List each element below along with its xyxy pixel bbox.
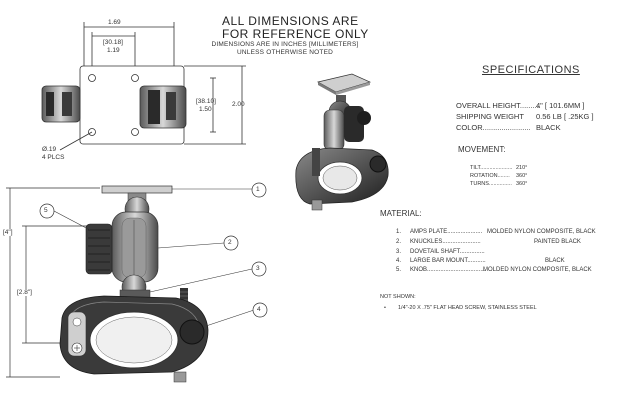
material-4-value: BLACK	[545, 258, 565, 264]
dim-overall-height: [4"]	[3, 229, 13, 236]
not-shown-item: 1/4"-20 X .75" FLAT HEAD SCREW, STAINLES…	[398, 305, 537, 311]
material-title: MATERIAL:	[380, 209, 422, 218]
reference-note-line4: UNLESS OTHERWISE NOTED	[236, 49, 334, 56]
material-4-num: 4.	[396, 258, 402, 264]
movement-rotation-label: ROTATION........	[470, 173, 510, 179]
material-1-num: 1.	[396, 229, 402, 235]
dim-hole-count: 4 PLCS	[42, 154, 65, 161]
material-3-label: DOVETAIL SHAFT...............	[410, 249, 485, 255]
callout-bubbles	[39, 182, 268, 318]
dim-hole-height-in: 1.50	[199, 106, 212, 113]
material-5-value: MOLDED NYLON COMPOSITE, BLACK	[483, 267, 592, 273]
spec-weight-label: SHIPPING WEIGHT	[456, 112, 524, 121]
callout-2: 2	[228, 239, 232, 246]
material-5-num: 5.	[396, 267, 402, 273]
not-shown-bullet: •	[384, 305, 386, 311]
callout-4: 4	[257, 306, 261, 313]
not-shown-title: NOT SHOWN:	[380, 294, 416, 300]
material-5-label: KNOB...................................	[410, 267, 486, 273]
dim-arm-height: [2.8"]	[17, 289, 32, 296]
spec-color-label: COLOR.......................	[456, 123, 531, 132]
specifications-title: SPECIFICATIONS	[482, 64, 580, 76]
material-4-label: LARGE BAR MOUNT...........	[410, 258, 486, 264]
material-2-value: PAINTED BLACK	[534, 239, 581, 245]
movement-rotation-value: 360°	[516, 173, 528, 179]
movement-turns-label: TURNS...............	[470, 181, 512, 187]
top-view-knuckle-left	[41, 85, 81, 123]
material-1-label: AMPS PLATE.....................	[410, 229, 483, 235]
callout-5: 5	[44, 207, 48, 214]
material-2-label: KNUCKLES.......................	[410, 239, 481, 245]
material-3-num: 3.	[396, 249, 402, 255]
material-1-value: MOLDED NYLON COMPOSITE, BLACK	[487, 229, 596, 235]
dim-plate-height: 2.00	[232, 101, 245, 108]
dim-hole-dia: Ø.19	[42, 146, 57, 153]
dim-hole-span-in: 1.19	[107, 47, 120, 54]
callout-3: 3	[256, 265, 260, 272]
movement-tilt-label: TILT.....................	[470, 165, 513, 171]
iso-view	[295, 73, 389, 211]
spec-overall-height-label: OVERALL HEIGHT..........	[456, 101, 541, 110]
callout-leaders	[53, 188, 255, 327]
spec-overall-height-value: 4" [ 101.6MM ]	[536, 101, 585, 110]
movement-turns-value: 360°	[516, 181, 528, 187]
reference-note-line3: DIMENSIONS ARE IN INCHES [MILLIMETERS]	[211, 41, 359, 48]
movement-tilt-value: 210°	[516, 165, 528, 171]
reference-note-line2: FOR REFERENCE ONLY	[222, 27, 369, 41]
spec-weight-value: 0.56 LB [ .25KG ]	[536, 112, 594, 121]
dim-hole-height-mm: [38.10]	[196, 98, 216, 105]
reference-note-line1: ALL DIMENSIONS ARE	[222, 14, 359, 28]
top-view-knuckle-right	[139, 85, 187, 129]
callout-1: 1	[256, 186, 260, 193]
spec-color-value: BLACK	[536, 123, 561, 132]
movement-title: MOVEMENT:	[458, 145, 506, 154]
material-2-num: 2.	[396, 239, 402, 245]
dim-top-width: 1.69	[108, 19, 121, 26]
dim-hole-span-mm: [30.18]	[103, 39, 123, 46]
front-view	[6, 185, 209, 383]
